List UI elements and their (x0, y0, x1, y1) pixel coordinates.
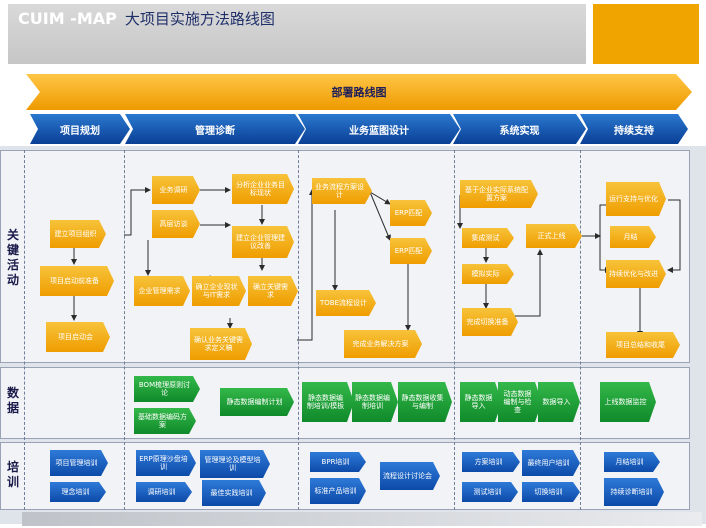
divider (454, 150, 455, 440)
data-box: 上线数据监控 (600, 382, 656, 422)
activity-box: 月结 (610, 226, 656, 248)
training-box: 持续诊断培训 (604, 478, 664, 506)
divider (24, 442, 25, 510)
data-box: 静态数据编制培训/模板 (302, 382, 354, 422)
activity-box: 高层访谈 (152, 210, 200, 238)
activity-box: ERP匹配 (390, 238, 432, 264)
activity-box: 完成切换准备 (462, 308, 518, 336)
training-box: 调研培训 (136, 482, 192, 502)
row-label-training: 培训 (6, 460, 19, 489)
phase-diagnosis: 管理诊断 (125, 114, 305, 144)
divider (454, 442, 455, 510)
divider (580, 442, 581, 510)
divider (298, 442, 299, 510)
activity-box: 完成业务解决方案 (344, 330, 422, 358)
phase-implementation: 系统实现 (453, 114, 586, 144)
training-box: ERP原理沙盘培训 (136, 450, 196, 476)
training-box: 月结培训 (604, 452, 660, 472)
phase-support: 持续支持 (580, 114, 688, 144)
page-title: CUIM -MAP 大项目实施方法路线图 (18, 8, 275, 29)
accent-block (593, 4, 699, 64)
data-box: 动态数据编制与检查 (498, 382, 542, 422)
title-bar (8, 4, 586, 64)
activity-box: 项目启动会 (46, 322, 110, 352)
data-box: 静态数据导入 (460, 382, 502, 422)
training-box: BPR培训 (310, 452, 366, 472)
activity-box: 集成测试 (462, 228, 514, 248)
divider (24, 150, 25, 440)
activity-box: 项目启动前准备 (40, 266, 114, 296)
divider (580, 150, 581, 440)
activity-box: 建立企业管理建议改善 (232, 226, 294, 258)
training-box: 项目管理培训 (50, 450, 108, 476)
activity-box: 企业管理需求 (134, 276, 190, 306)
training-box: 理念培训 (50, 482, 106, 502)
roadmap-banner: 部署路线图 (26, 74, 692, 110)
data-box: 静态数据编制计划 (220, 388, 294, 416)
row-label-activities: 关键活动 (6, 228, 19, 287)
training-box: 测试培训 (462, 482, 518, 502)
activity-box: 确认业务关键需求定义稿 (190, 328, 252, 360)
activity-box: TOBE流程设计 (316, 290, 376, 316)
footer-bar (22, 512, 702, 526)
activity-box: ERP匹配 (390, 200, 432, 226)
data-box: 基础数据编码方案 (134, 408, 196, 434)
activity-box: 持续优化与改进 (606, 260, 666, 288)
title-main: CUIM -MAP (18, 9, 117, 28)
divider (298, 150, 299, 440)
training-box: 管理理论及模型培训 (200, 450, 270, 478)
data-box: 静态数据编制培训 (352, 382, 398, 422)
data-box: BOM梳理原则讨论 (134, 376, 200, 402)
divider (124, 150, 125, 440)
data-box: 静态数据收集与编制 (398, 382, 452, 422)
phase-blueprint: 业务蓝图设计 (298, 114, 460, 144)
activity-box: 正式上线 (526, 224, 582, 248)
activity-box: 业务流程方案设计 (312, 178, 372, 204)
row-label-data: 数据 (6, 386, 19, 415)
activity-box: 项目总结和收尾 (606, 332, 680, 358)
training-box: 最佳实践培训 (202, 480, 266, 506)
activity-box: 模拟实际 (462, 264, 514, 284)
training-box: 切换培训 (522, 482, 580, 502)
title-subtitle: 大项目实施方法路线图 (124, 10, 275, 28)
training-box: 方案培训 (462, 452, 520, 472)
phase-planning: 项目规划 (30, 114, 130, 144)
training-box: 标准产品培训 (310, 478, 366, 504)
data-box: 数据导入 (538, 382, 580, 422)
training-box: 流程设计讨论会 (380, 462, 440, 490)
activity-box: 确立关键需求 (248, 276, 298, 306)
activity-box: 确立企业现状与IT需求 (192, 276, 246, 306)
divider (124, 442, 125, 510)
training-box: 最终用户培训 (522, 450, 580, 476)
activity-box: 基于企业实际系统配置方案 (460, 180, 538, 208)
activity-box: 业务调研 (152, 176, 200, 204)
activity-box: 分析企业业务目标现状 (232, 174, 294, 204)
activity-box: 运行支持与优化 (606, 182, 666, 216)
activity-box: 建立项目组织 (50, 220, 106, 248)
